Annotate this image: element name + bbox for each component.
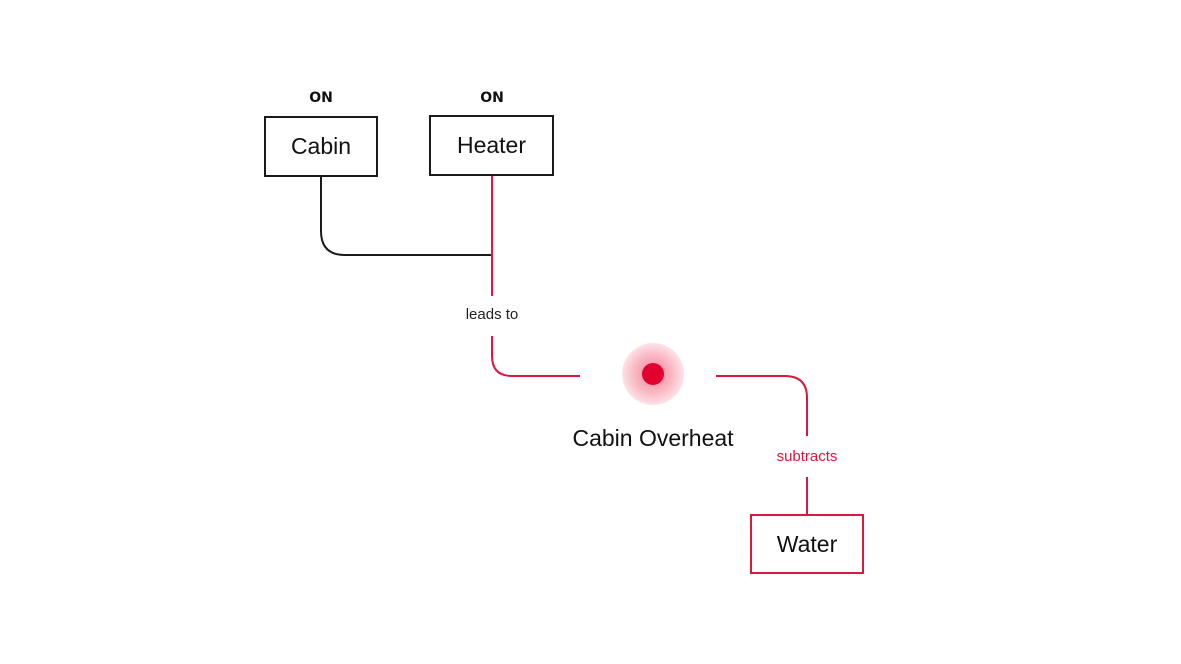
- heater-node[interactable]: Heater: [429, 115, 554, 176]
- event-label: Cabin Overheat: [572, 425, 734, 451]
- leads-to-connector: [491, 336, 580, 377]
- subtracts-label: subtracts: [776, 448, 838, 465]
- leads-to-label: leads to: [465, 306, 519, 323]
- cabin-node[interactable]: Cabin: [264, 116, 378, 177]
- water-node[interactable]: Water: [750, 514, 864, 574]
- heater-state-label: ON: [480, 90, 504, 106]
- event-outgoing-connector: [716, 375, 808, 436]
- pulse-dot-icon[interactable]: [642, 363, 664, 385]
- cabin-state-label: ON: [309, 90, 333, 106]
- cabin-connector: [320, 177, 492, 256]
